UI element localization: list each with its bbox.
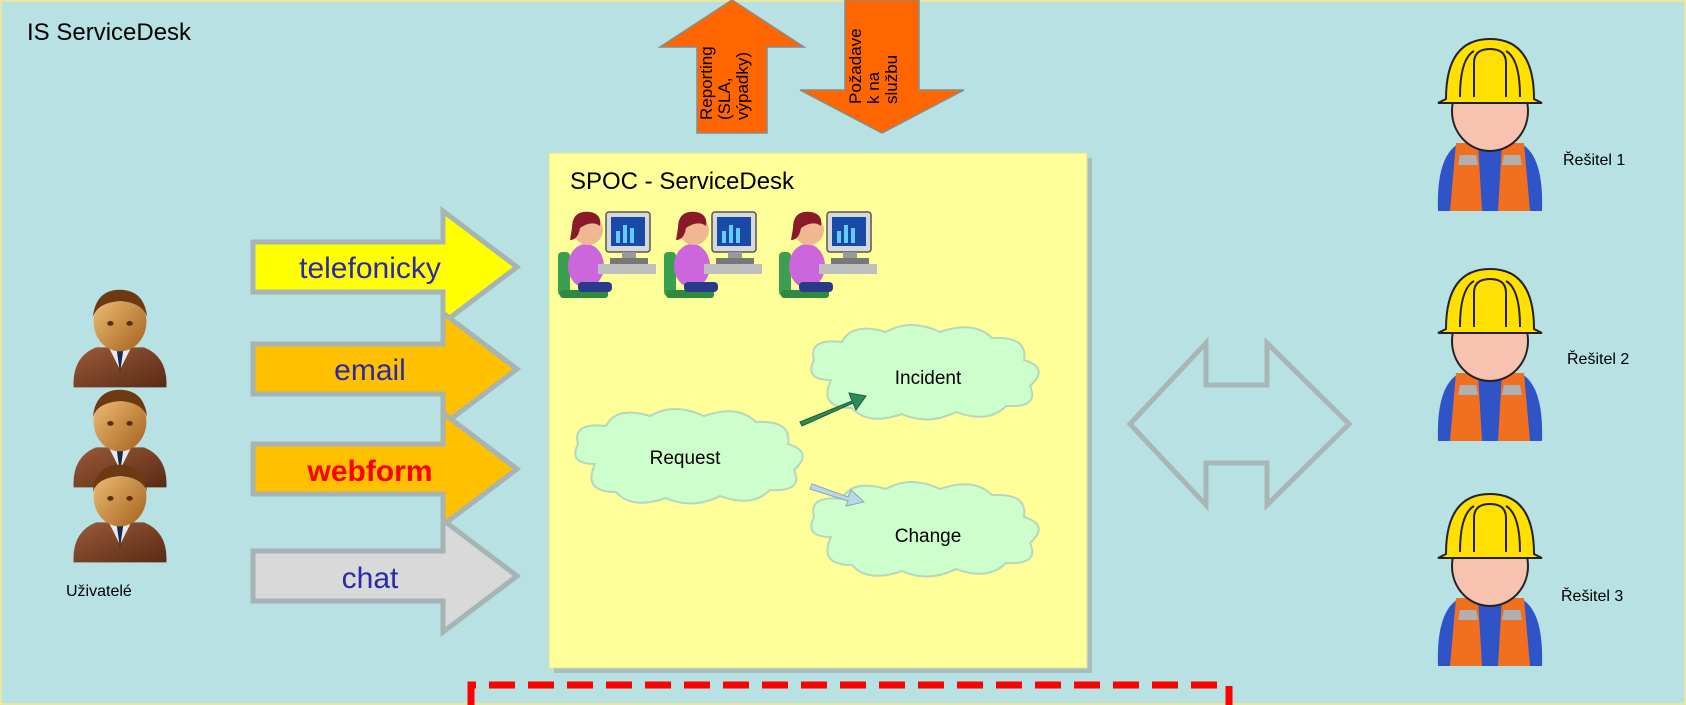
channel-label-telefonicky: telefonicky: [299, 252, 441, 285]
channel-arrow-telefonicky: telefonicky: [250, 205, 522, 329]
reporting-line-2: (SLA,: [715, 77, 734, 120]
service-request-line-1: Požadave: [846, 28, 865, 104]
channel-label-chat: chat: [342, 562, 399, 595]
incident-cloud: Incident: [810, 324, 1040, 421]
diagram-title: IS ServiceDesk: [27, 19, 192, 46]
reporting-line-3: výpadky): [733, 52, 752, 120]
channel-label-email: email: [334, 354, 406, 387]
change-cloud: Change: [810, 481, 1040, 578]
request-to-change-arrow: [809, 483, 866, 507]
spoc-title: SPOC - ServiceDesk: [570, 168, 795, 195]
resolver-icon-1: [1436, 38, 1544, 212]
request-cloud: Request: [574, 408, 804, 505]
request-label: Request: [650, 448, 721, 469]
dashed-frame: [467, 681, 1233, 705]
request-to-incident-arrow: [799, 392, 867, 427]
channel-arrow-webform: webform: [250, 407, 522, 531]
resolver-label-1: Řešitel 1: [1563, 150, 1625, 169]
service-request-arrow: Požadave k na službu: [799, 0, 965, 134]
resolver-icon-3: [1436, 493, 1544, 667]
incident-label: Incident: [895, 368, 962, 389]
service-request-line-3: službu: [882, 55, 901, 104]
resolver-label-3: Řešitel 3: [1561, 586, 1623, 605]
channel-label-webform: webform: [306, 455, 432, 488]
resolver-icon-2: [1436, 268, 1544, 442]
channel-arrow-chat: chat: [250, 514, 522, 638]
change-label: Change: [895, 526, 962, 547]
resolver-label-2: Řešitel 2: [1567, 349, 1629, 368]
double-arrow: [1126, 336, 1353, 512]
channel-arrow-email: email: [250, 307, 522, 431]
users-label: Uživatelé: [66, 583, 132, 600]
reporting-line-1: Reporting: [697, 46, 716, 120]
reporting-arrow: Reporting (SLA, výpadky): [657, 0, 807, 134]
service-request-line-2: k na: [864, 71, 883, 104]
